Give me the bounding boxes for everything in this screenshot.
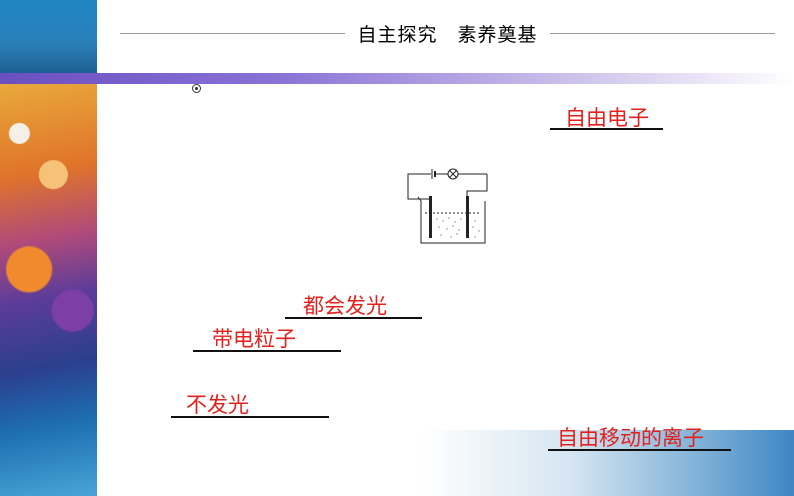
answer-free-moving-ions: 自由移动的离子 [557, 426, 704, 450]
blank-no-light [171, 394, 329, 418]
radio-bullet-icon [192, 84, 201, 93]
side-decorative-image [0, 84, 97, 496]
answer-charged-particles: 带电粒子 [212, 327, 296, 351]
section-title: 自主探究 素养奠基 [357, 24, 538, 46]
answer-free-electrons: 自由电子 [565, 106, 649, 130]
bottom-right-blue-band [420, 430, 794, 496]
answer-no-light: 不发光 [186, 393, 249, 417]
blank-free-electrons [550, 106, 663, 130]
blank-free-moving-ions [548, 427, 731, 451]
answer-all-light-up: 都会发光 [303, 294, 387, 318]
blank-all-light-up [285, 295, 422, 319]
purple-header-band [0, 73, 794, 84]
top-left-blue-block [0, 0, 97, 73]
header-rule-right [550, 33, 775, 34]
blank-charged-particles [193, 328, 341, 352]
header-rule-left [120, 33, 345, 34]
electrolysis-circuit-icon [407, 168, 488, 244]
